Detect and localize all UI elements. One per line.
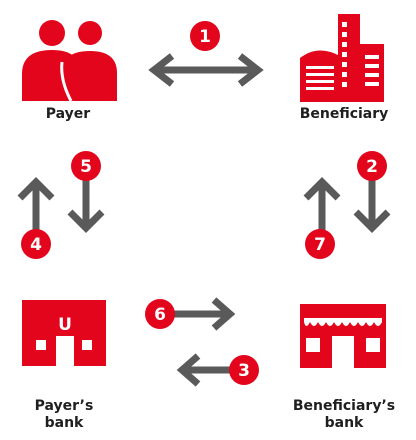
step-number: 6: [154, 305, 166, 325]
beneficiary-label-text: Beneficiary: [299, 106, 389, 122]
payers-bank-label: Payer’s bank: [14, 398, 114, 432]
arrow-1: [148, 53, 264, 87]
step-number: 3: [238, 361, 250, 381]
step-badge-2: 2: [357, 151, 387, 181]
step-badge-6: 6: [145, 299, 175, 329]
beneficiarys-bank-label-line1: Beneficiary’s: [292, 398, 396, 414]
beneficiary-label: Beneficiary: [284, 106, 404, 123]
storefront-icon: [300, 304, 386, 368]
beneficiarys-bank-label: Beneficiary’s bank: [282, 398, 406, 432]
payers-bank-label-line1: Payer’s: [34, 398, 94, 414]
step-number: 7: [314, 235, 326, 255]
step-badge-3: 3: [229, 355, 259, 385]
step-number: 5: [80, 157, 92, 177]
arrow-2: [353, 176, 391, 233]
people-icon: [22, 20, 117, 102]
buildings-icon: [300, 14, 384, 102]
payer-label-text: Payer: [45, 106, 91, 122]
step-badge-4: 4: [21, 229, 51, 259]
step-badge-5: 5: [71, 151, 101, 181]
arrow-5: [67, 176, 105, 233]
step-number: 1: [199, 27, 211, 47]
bank-logo-letter: U: [58, 315, 72, 335]
bank-building-icon: U: [22, 300, 106, 366]
beneficiarys-bank-label-line2: bank: [324, 415, 364, 431]
arrow-6: [166, 297, 236, 331]
step-badge-7: 7: [305, 229, 335, 259]
step-number: 2: [366, 157, 378, 177]
step-number: 4: [30, 235, 42, 255]
payer-label: Payer: [20, 106, 116, 123]
payers-bank-label-line2: bank: [44, 415, 84, 431]
step-badge-1: 1: [190, 21, 220, 51]
